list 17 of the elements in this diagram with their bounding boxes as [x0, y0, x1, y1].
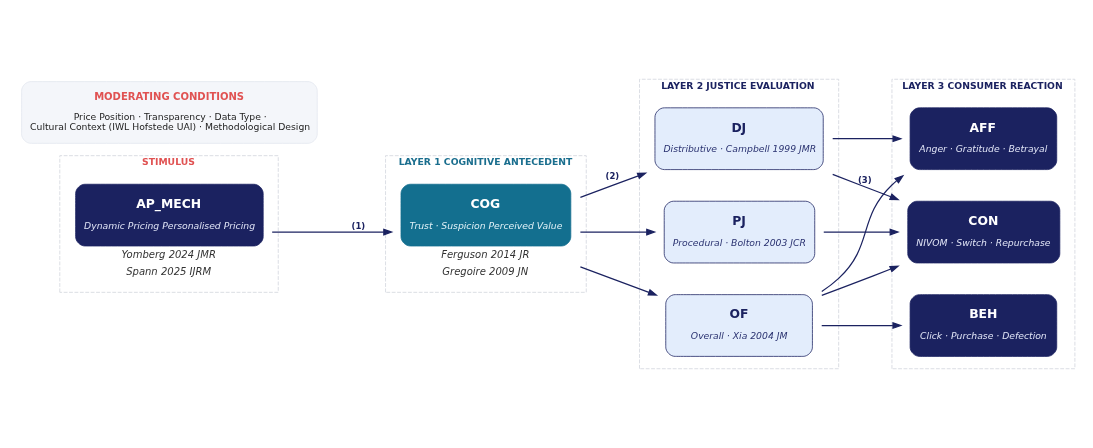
arrow [821, 174, 905, 293]
node-label: Spann 2025 IJRM [126, 265, 212, 277]
arrow [823, 228, 900, 236]
arrow [579, 228, 657, 236]
node-label: Ferguson 2014 JR [441, 248, 530, 260]
arrow [832, 135, 903, 143]
edge-label: (3) [857, 174, 872, 185]
arrow [832, 173, 900, 201]
node-label: Gregoire 2009 JN [442, 265, 529, 277]
arrow [579, 172, 648, 198]
node-label: Yomberg 2024 JMR [121, 248, 216, 260]
arrow [821, 265, 900, 296]
edge-label: (1) [351, 220, 366, 231]
arrow [271, 228, 394, 236]
edge-label: (2) [605, 171, 620, 182]
arrow [821, 321, 903, 330]
arrow [579, 266, 659, 296]
